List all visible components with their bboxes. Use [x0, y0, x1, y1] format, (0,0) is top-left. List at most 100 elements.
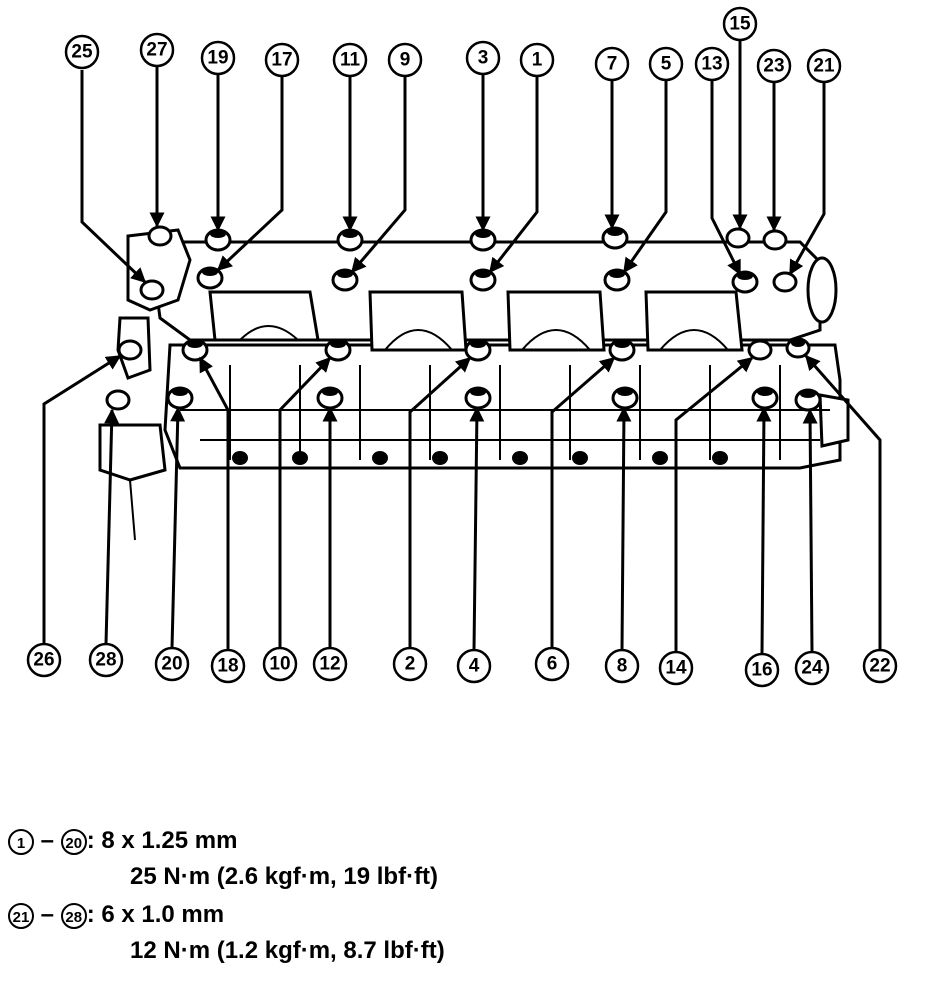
spec-dash: –	[40, 827, 55, 854]
svg-text:19: 19	[207, 48, 228, 69]
callout-24: 24	[794, 650, 830, 686]
svg-text:13: 13	[701, 54, 722, 75]
bolt-27	[147, 225, 173, 247]
bolt-28	[105, 389, 131, 411]
bolt-7	[601, 226, 629, 250]
callouts-top: 25 27 19 17 11 9 3 1 7 5 13 15 23 21	[64, 6, 842, 84]
svg-text:3: 3	[478, 48, 489, 69]
bolt-10	[324, 338, 352, 362]
callout-28: 28	[88, 642, 124, 678]
callout-16: 16	[744, 652, 780, 688]
bolt-18	[181, 338, 209, 362]
callout-11: 11	[332, 42, 368, 78]
bolt-9	[331, 268, 359, 292]
bolt-4	[464, 386, 492, 410]
bolt-24	[794, 388, 822, 412]
callout-14: 14	[658, 650, 694, 686]
callout-27: 27	[139, 32, 175, 68]
bolt-16	[751, 386, 779, 410]
svg-text:1: 1	[532, 50, 543, 71]
bolt-22	[785, 337, 811, 359]
svg-text:10: 10	[269, 654, 290, 675]
bolt-5	[603, 268, 631, 292]
spec-group-2-size: 21 – 28: 6 x 1.0 mm	[8, 900, 224, 930]
bolt-1	[469, 268, 497, 292]
svg-text:23: 23	[763, 56, 784, 77]
bolt-26	[117, 339, 143, 361]
svg-text:18: 18	[217, 656, 238, 677]
callout-22: 22	[862, 648, 898, 684]
svg-text:21: 21	[813, 56, 835, 77]
svg-text:26: 26	[33, 650, 54, 671]
bolt-19	[204, 228, 232, 252]
bolt-3	[469, 228, 497, 252]
svg-text:7: 7	[607, 54, 618, 75]
svg-text:2: 2	[405, 654, 416, 675]
bolt-13	[731, 270, 759, 294]
callout-5: 5	[648, 46, 684, 82]
spec-group-2-from: 21	[8, 902, 34, 929]
svg-text:25: 25	[71, 42, 93, 63]
spec-group-2-size-text: : 6 x 1.0 mm	[86, 901, 225, 928]
callout-12: 12	[312, 646, 348, 682]
torque-spec-legend: 1 – 20: 8 x 1.25 mm 25 N·m (2.6 kgf·m, 1…	[8, 826, 908, 976]
svg-text:20: 20	[161, 654, 182, 675]
svg-text:6: 6	[547, 654, 558, 675]
svg-text:4: 4	[469, 656, 480, 677]
svg-text:22: 22	[869, 656, 890, 677]
spec-group-2-to: 28	[60, 902, 87, 929]
svg-text:27: 27	[146, 40, 167, 61]
bolt-20	[166, 386, 194, 410]
callout-1: 1	[519, 42, 555, 78]
bolt-17	[196, 266, 224, 290]
bolt-11	[336, 228, 364, 252]
cylinder-head-bolt-diagram: 25 27 19 17 11 9 3 1 7 5 13 15 23 21 26 …	[26, 6, 898, 688]
bolt-8	[611, 386, 639, 410]
spec-group-1-to: 20	[60, 828, 87, 855]
svg-text:12: 12	[319, 654, 340, 675]
svg-text:24: 24	[801, 658, 823, 679]
bolt-14	[747, 339, 773, 361]
callout-9: 9	[387, 42, 423, 78]
callout-15: 15	[722, 6, 758, 42]
bolt-25	[139, 279, 165, 301]
svg-text:16: 16	[751, 660, 772, 681]
leader-lines	[42, 40, 882, 655]
svg-text:11: 11	[340, 50, 361, 71]
callout-8: 8	[604, 648, 640, 684]
callout-2: 2	[392, 646, 428, 682]
svg-text:5: 5	[661, 54, 672, 75]
callout-17: 17	[264, 42, 300, 78]
svg-text:14: 14	[665, 658, 687, 679]
svg-text:17: 17	[271, 50, 292, 71]
bolt-6	[608, 338, 636, 362]
callout-3: 3	[465, 40, 501, 76]
bolt-23	[762, 229, 788, 251]
bolt-12	[316, 386, 344, 410]
cylinder-head-illustration	[98, 228, 850, 541]
bolt-2	[464, 338, 492, 362]
svg-text:8: 8	[617, 656, 628, 677]
callout-4: 4	[456, 648, 492, 684]
spec-group-1-size-text: : 8 x 1.25 mm	[86, 827, 238, 854]
svg-text:15: 15	[729, 14, 751, 35]
callout-26: 26	[26, 642, 62, 678]
svg-text:9: 9	[400, 50, 411, 71]
callout-21: 21	[806, 48, 842, 84]
callout-23: 23	[756, 48, 792, 84]
bolts	[105, 225, 822, 412]
callout-25: 25	[64, 34, 100, 70]
callout-18: 18	[210, 648, 246, 684]
spec-group-2-torque: 12 N·m (1.2 kgf·m, 8.7 lbf·ft)	[130, 937, 445, 964]
callout-6: 6	[534, 646, 570, 682]
spec-dash-2: –	[40, 901, 55, 928]
spec-group-1-torque: 25 N·m (2.6 kgf·m, 19 lbf·ft)	[130, 863, 439, 890]
svg-text:28: 28	[95, 650, 116, 671]
callout-13: 13	[694, 46, 730, 82]
bolt-15	[725, 227, 751, 249]
spec-group-1-size: 1 – 20: 8 x 1.25 mm	[8, 826, 237, 856]
callout-7: 7	[594, 46, 630, 82]
callouts-bottom: 26 28 20 18 10 12 2 4 6 8 14 16 24 22	[26, 642, 898, 688]
callout-20: 20	[154, 646, 190, 682]
bolt-21	[772, 271, 798, 293]
